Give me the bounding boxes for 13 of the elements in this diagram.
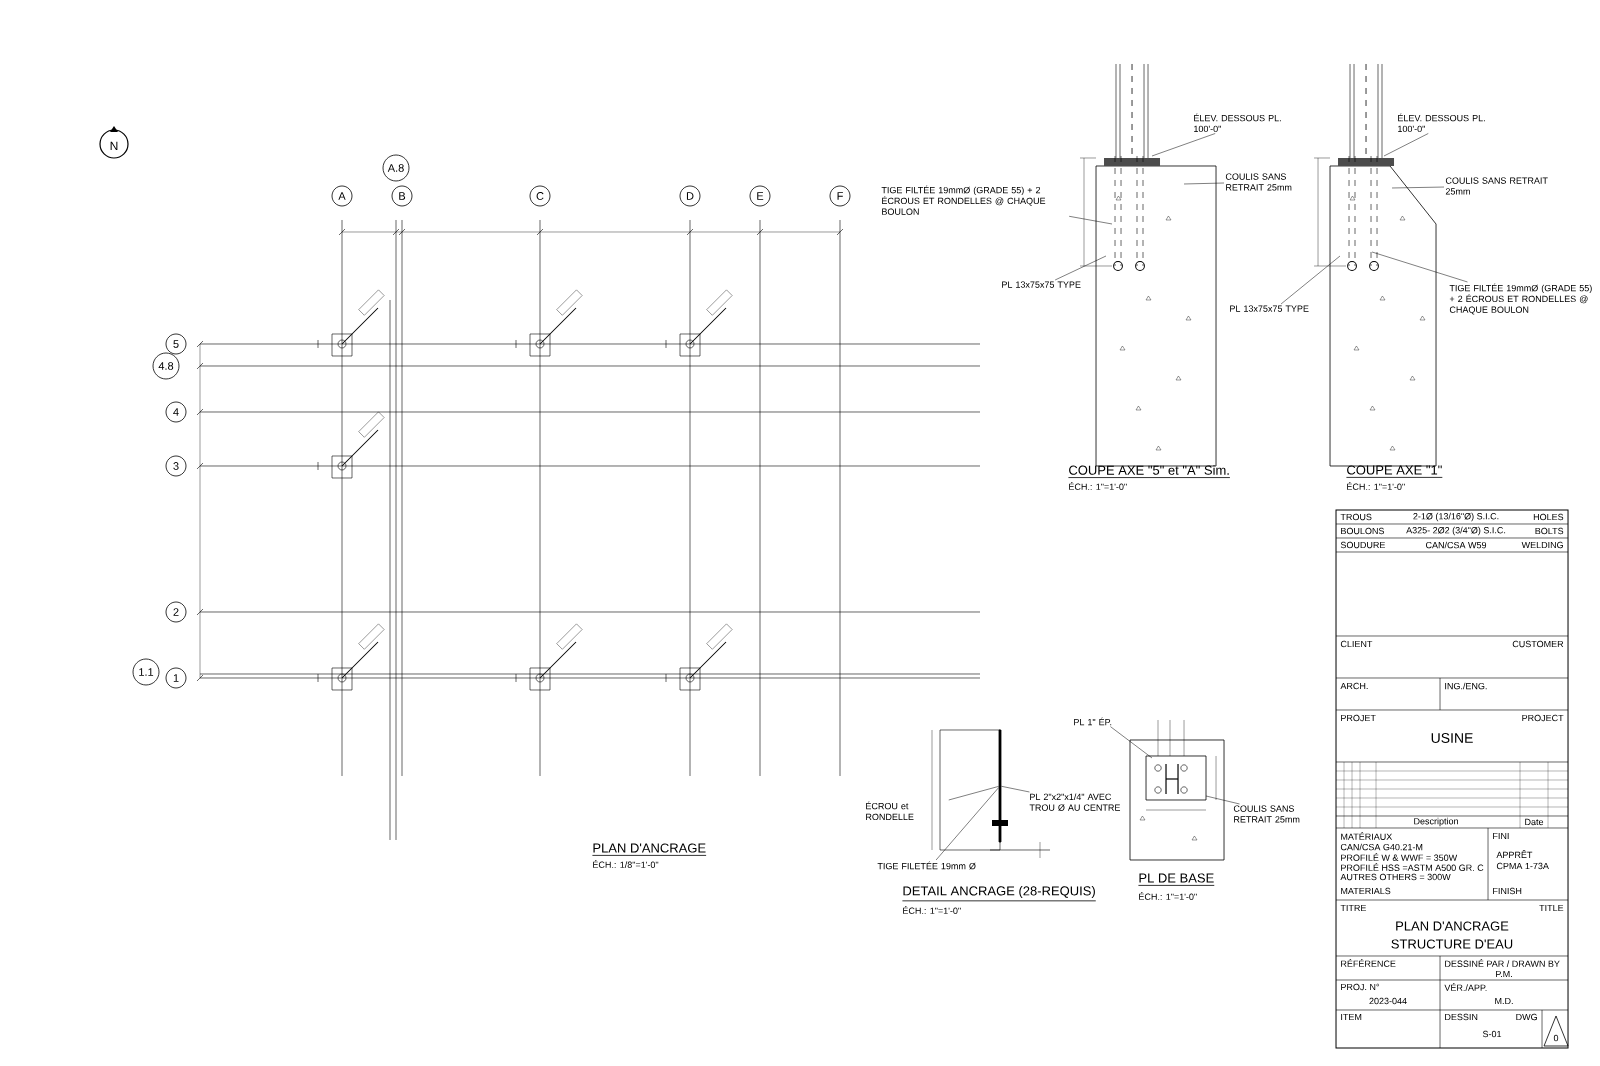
leader-line [1371, 251, 1468, 283]
leader-line [1280, 255, 1341, 305]
leader-line [1068, 216, 1113, 225]
leader-line [1054, 255, 1107, 281]
leader-line [1183, 182, 1225, 185]
leader-line [935, 787, 999, 861]
leader-line [1391, 186, 1445, 189]
leader-line [948, 786, 999, 801]
leader-line [1383, 133, 1429, 157]
leader-line [1110, 726, 1153, 759]
leader-line [1151, 133, 1216, 157]
leader-line [1205, 795, 1240, 805]
leader-line [1001, 786, 1030, 793]
